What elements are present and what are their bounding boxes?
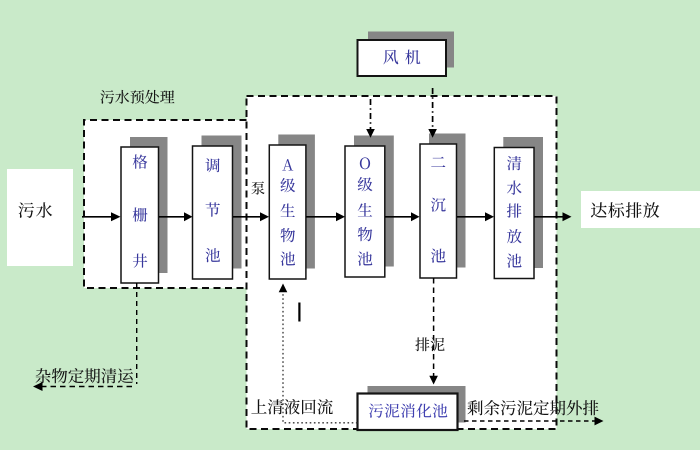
svg-text:池: 池 bbox=[357, 248, 373, 270]
svg-text:达标排放: 达标排放 bbox=[590, 196, 660, 221]
svg-text:水: 水 bbox=[506, 177, 522, 199]
svg-text:泵: 泵 bbox=[251, 178, 266, 199]
svg-text:生: 生 bbox=[280, 200, 296, 222]
svg-text:排泥: 排泥 bbox=[415, 334, 445, 355]
svg-text:杂物定期清运: 杂物定期清运 bbox=[35, 363, 134, 387]
svg-text:沉: 沉 bbox=[431, 194, 447, 216]
svg-text:上清液回流: 上清液回流 bbox=[251, 394, 334, 418]
svg-text:生: 生 bbox=[357, 199, 373, 221]
svg-text:污泥消化池: 污泥消化池 bbox=[368, 400, 448, 422]
svg-text:剩余污泥定期外排: 剩余污泥定期外排 bbox=[467, 395, 599, 419]
svg-text:栅: 栅 bbox=[132, 204, 148, 226]
svg-text:污水: 污水 bbox=[18, 196, 54, 221]
svg-text:级: 级 bbox=[357, 173, 373, 195]
svg-text:风机: 风机 bbox=[383, 45, 427, 68]
svg-text:A: A bbox=[282, 154, 294, 176]
svg-text:池: 池 bbox=[506, 250, 522, 272]
svg-text:清: 清 bbox=[506, 152, 522, 174]
svg-text:O: O bbox=[359, 152, 371, 174]
svg-text:格: 格 bbox=[132, 151, 148, 173]
svg-text:物: 物 bbox=[357, 223, 373, 245]
svg-text:放: 放 bbox=[506, 225, 522, 247]
svg-text:节: 节 bbox=[205, 199, 221, 221]
svg-text:池: 池 bbox=[431, 245, 447, 267]
svg-text:物: 物 bbox=[280, 224, 296, 246]
svg-text:污水预处理: 污水预处理 bbox=[100, 87, 175, 108]
svg-text:调: 调 bbox=[205, 154, 221, 176]
svg-text:二: 二 bbox=[431, 151, 447, 173]
svg-text:池: 池 bbox=[205, 244, 221, 266]
svg-text:池: 池 bbox=[280, 248, 296, 270]
svg-text:井: 井 bbox=[132, 250, 148, 272]
svg-text:排: 排 bbox=[506, 200, 522, 222]
svg-text:级: 级 bbox=[280, 174, 296, 196]
